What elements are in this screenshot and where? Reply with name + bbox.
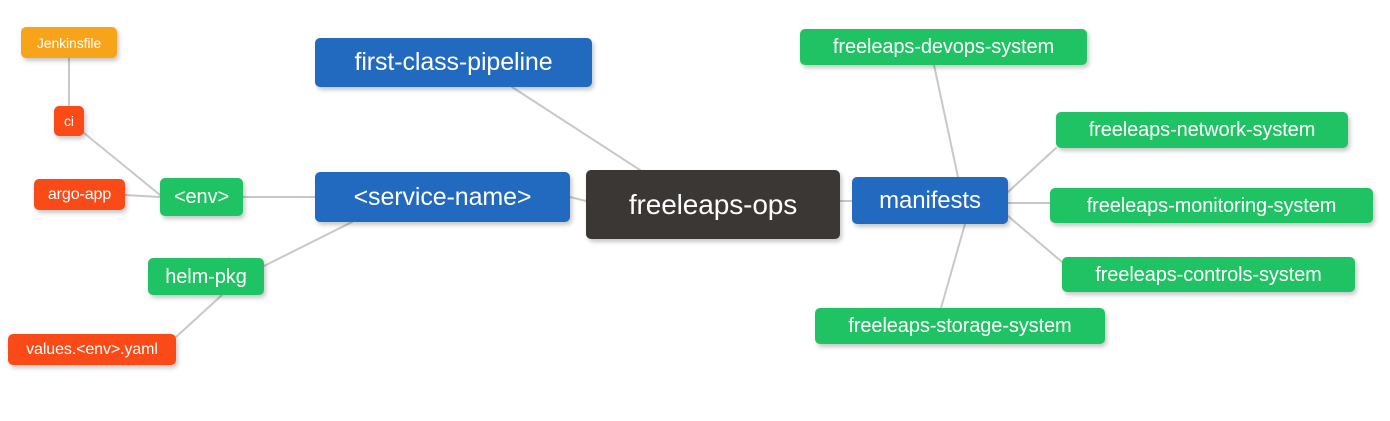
edge-first-class-pipeline-to-freeleaps-ops	[511, 86, 641, 171]
node-ci[interactable]: ci	[54, 106, 84, 136]
node-label-ci: ci	[64, 113, 74, 129]
node-freeleaps-monitoring-system[interactable]: freeleaps-monitoring-system	[1050, 188, 1373, 223]
node-label-first-class-pipeline: first-class-pipeline	[354, 48, 553, 76]
node-freeleaps-network-system[interactable]: freeleaps-network-system	[1056, 112, 1348, 148]
node-label-service-name: <service-name>	[353, 182, 532, 211]
node-label-freeleaps-monitoring-system: freeleaps-monitoring-system	[1086, 194, 1337, 217]
node-label-helm-pkg: helm-pkg	[165, 265, 247, 288]
node-manifests[interactable]: manifests	[852, 177, 1008, 224]
node-label-freeleaps-ops: freeleaps-ops	[628, 188, 798, 220]
node-values-env-yaml[interactable]: values.<env>.yaml	[8, 334, 176, 365]
node-label-freeleaps-storage-system: freeleaps-storage-system	[848, 315, 1072, 337]
edge-argo-app-to-env	[124, 194, 161, 198]
node-freeleaps-storage-system[interactable]: freeleaps-storage-system	[815, 308, 1105, 344]
node-freeleaps-devops-system[interactable]: freeleaps-devops-system	[800, 29, 1087, 65]
edge-helm-pkg-to-service-name	[263, 221, 353, 267]
node-label-freeleaps-network-system: freeleaps-network-system	[1088, 119, 1316, 141]
node-label-jenkinsfile: Jenkinsfile	[36, 34, 102, 51]
node-label-values-env-yaml: values.<env>.yaml	[26, 340, 158, 358]
node-first-class-pipeline[interactable]: first-class-pipeline	[315, 38, 592, 87]
node-label-manifests: manifests	[879, 186, 981, 214]
node-jenkinsfile[interactable]: Jenkinsfile	[21, 27, 117, 58]
edge-service-name-to-freeleaps-ops	[569, 196, 587, 202]
node-argo-app[interactable]: argo-app	[34, 179, 125, 210]
edge-freeleaps-network-system-to-manifests	[1007, 147, 1057, 193]
node-service-name[interactable]: <service-name>	[315, 172, 570, 222]
edge-freeleaps-devops-system-to-manifests	[933, 64, 959, 178]
node-label-freeleaps-controls-system: freeleaps-controls-system	[1095, 263, 1322, 286]
node-label-env: <env>	[173, 186, 230, 208]
node-freeleaps-ops[interactable]: freeleaps-ops	[586, 170, 840, 239]
edge-values-env-yaml-to-helm-pkg	[175, 294, 223, 338]
node-label-argo-app: argo-app	[47, 185, 112, 203]
node-helm-pkg[interactable]: helm-pkg	[148, 258, 264, 295]
node-label-freeleaps-devops-system: freeleaps-devops-system	[832, 36, 1055, 58]
node-freeleaps-controls-system[interactable]: freeleaps-controls-system	[1062, 257, 1355, 292]
edge-freeleaps-storage-system-to-manifests	[940, 223, 966, 309]
node-env[interactable]: <env>	[160, 178, 243, 216]
